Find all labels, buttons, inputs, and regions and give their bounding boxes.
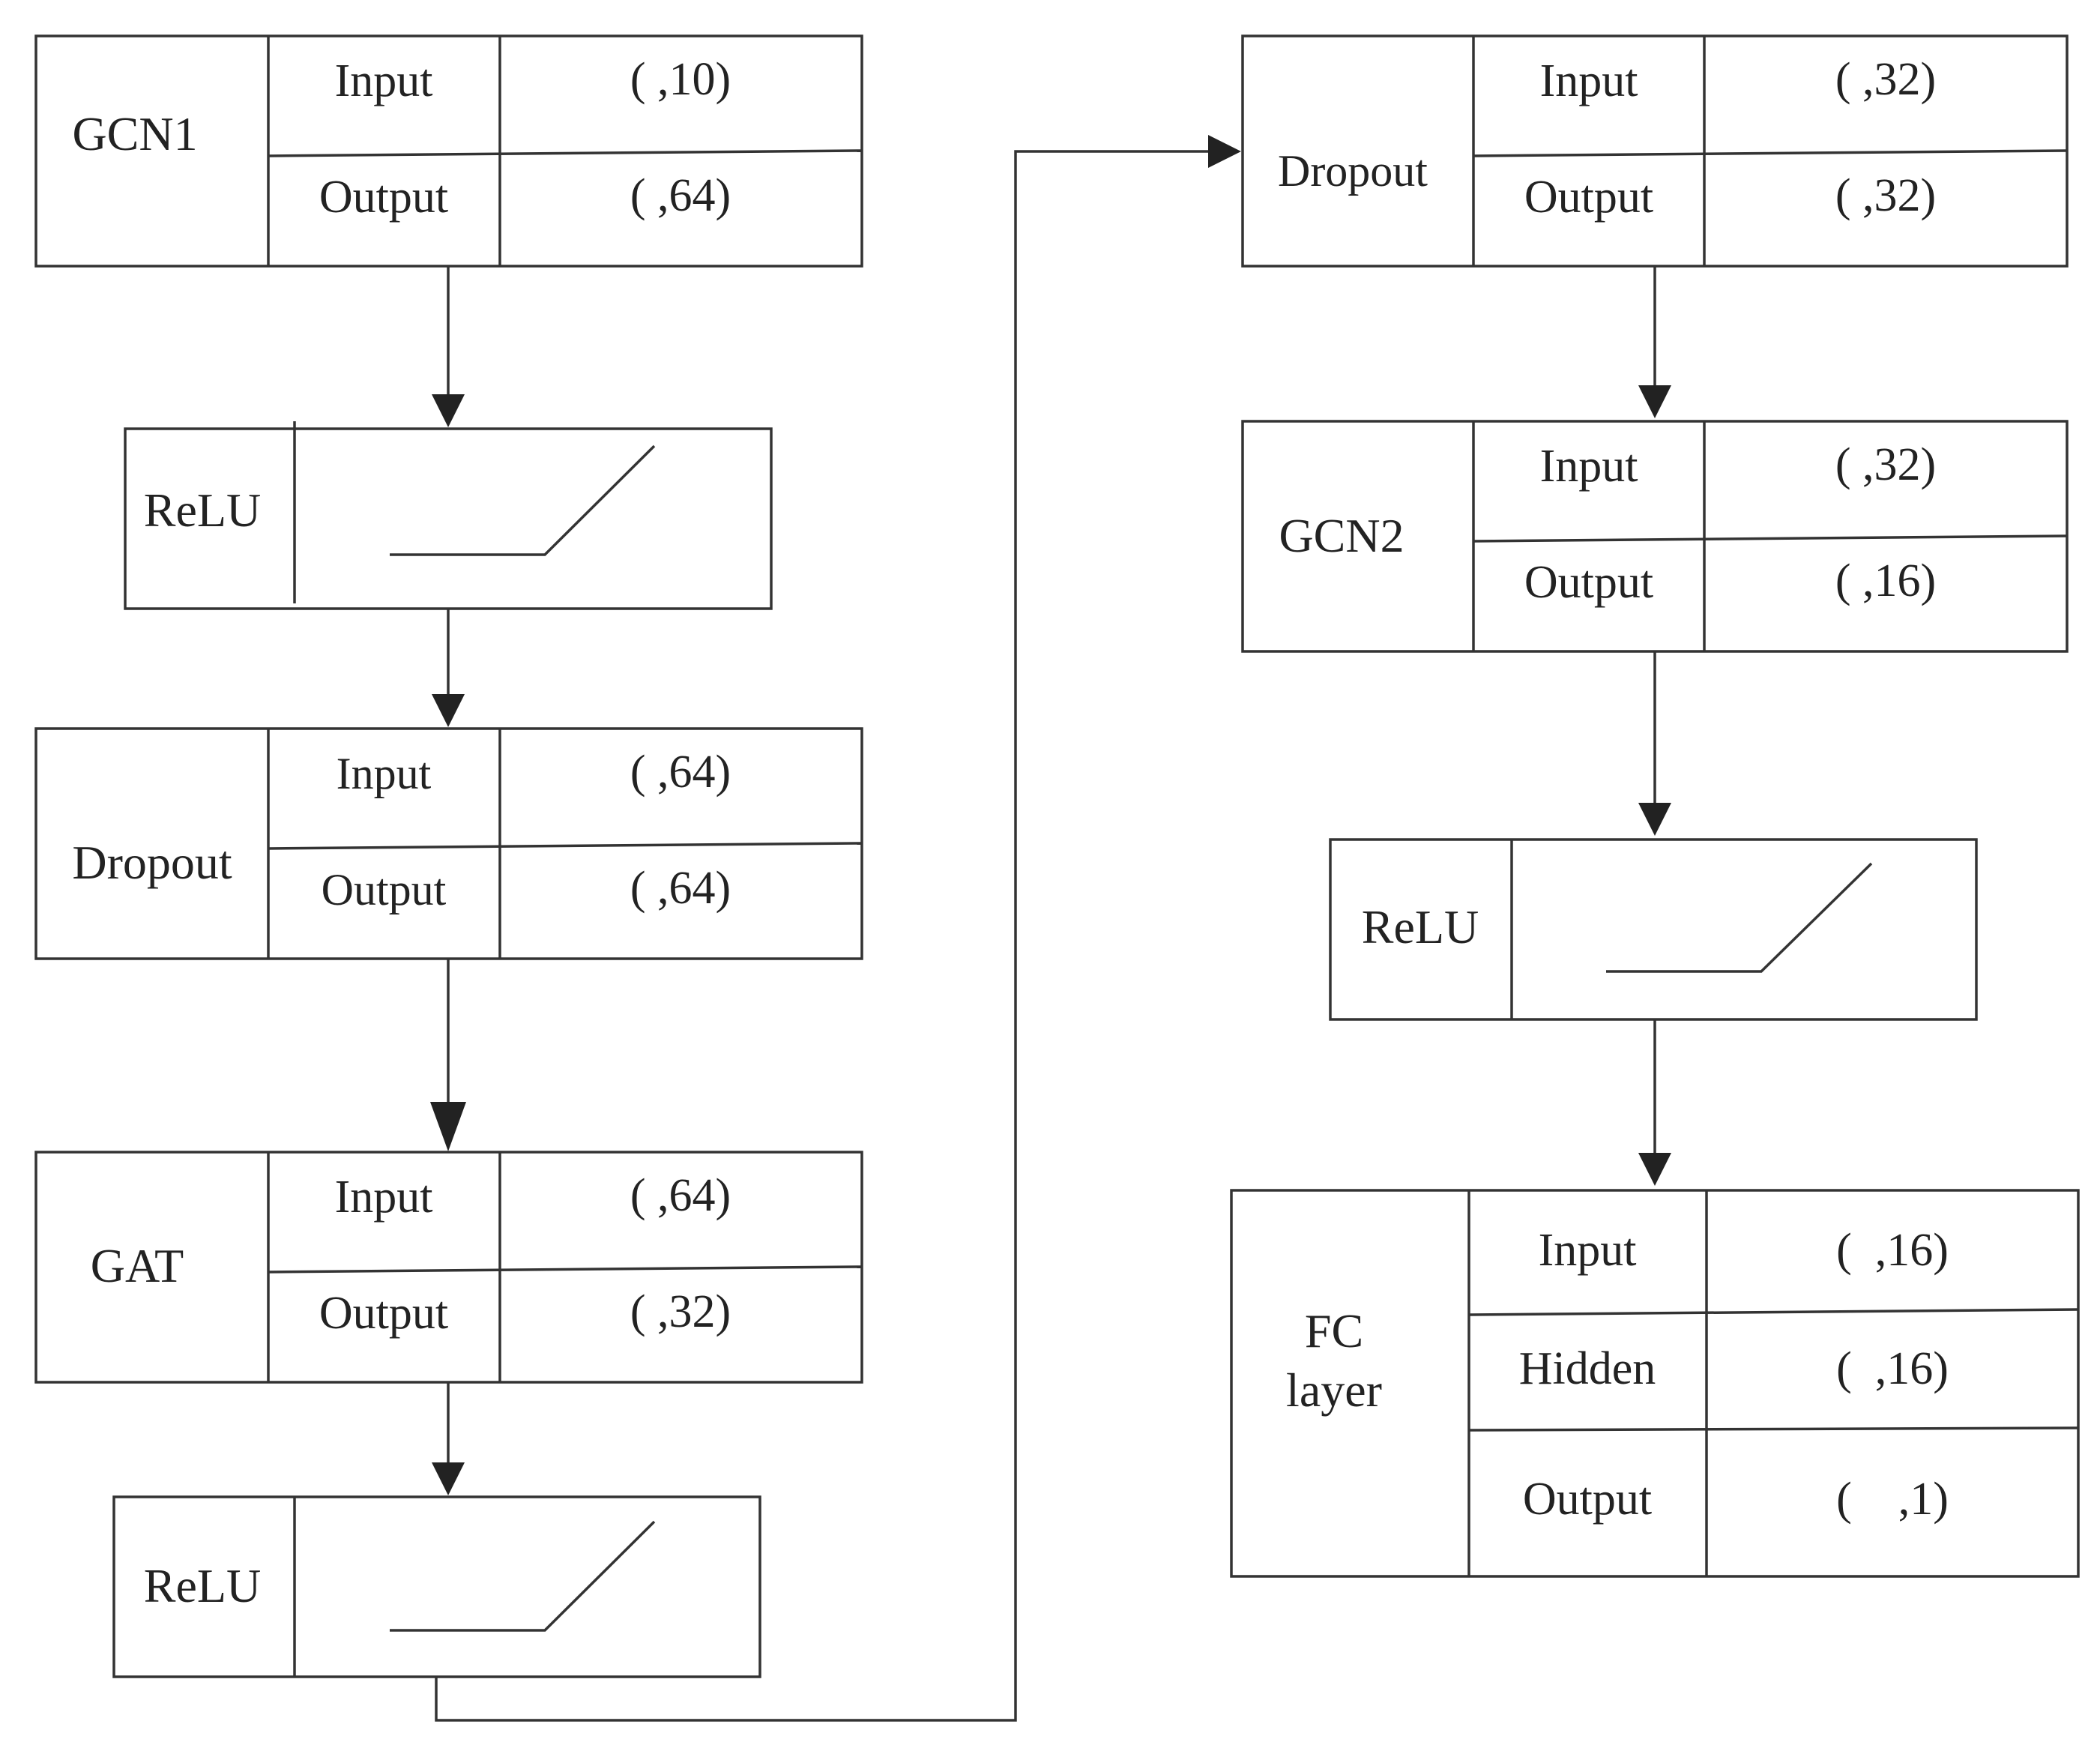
dropout2-name: Dropout [1278,146,1428,196]
gcn1-output-value: ( ,64) [630,170,731,221]
relu1-name: ReLU [144,483,261,537]
gat-name: GAT [91,1239,184,1292]
relu3-block: ReLU [1329,838,1978,1021]
gcn1-row-divider [268,149,863,157]
dropout2-input-value: ( ,32) [1835,54,1936,105]
relu2-name: ReLU [144,1559,261,1612]
fc-layer-block: FC layer Input ( ,16) Hidden ( ,16) Outp… [1230,1189,2080,1578]
arrow-gcn2-to-relu3 [1638,651,1671,836]
fc-name-line2: layer [1286,1363,1382,1417]
gcn2-input-value: ( ,32) [1835,439,1936,490]
gcn2-name: GCN2 [1279,509,1404,562]
gcn1-output-label: Output [319,172,448,223]
gcn1-block: GCN1 Input ( ,10) Output ( ,64) [34,34,863,268]
arrow-dropout1-to-gat [430,959,466,1151]
fc-row-divider-2 [1468,1426,2079,1432]
relu3-frame [1329,838,1978,1021]
dropout2-block: Dropout Input ( ,32) Output ( ,32) [1241,34,2069,268]
arrow-relu2-to-dropout2 [435,135,1241,1722]
fc-hidden-value: ( ,16) [1836,1343,1949,1394]
gcn1-input-value: ( ,10) [630,54,731,105]
dropout1-output-value: ( ,64) [630,863,731,914]
arrow-dropout2-to-gcn2 [1638,266,1671,418]
gat-block: GAT Input ( ,64) Output ( ,32) [34,1151,863,1384]
relu1-block: ReLU [124,421,773,610]
fc-input-value: ( ,16) [1836,1225,1949,1276]
dropout1-name: Dropout [72,836,232,889]
gcn2-output-label: Output [1524,557,1653,608]
arrow-relu3-to-fc [1638,1019,1671,1186]
dropout1-block: Dropout Input ( ,64) Output ( ,64) [34,727,863,960]
gcn2-block: GCN2 Input ( ,32) Output ( ,16) [1241,420,2069,653]
fc-frame [1230,1189,2080,1578]
dropout1-output-label: Output [322,865,447,914]
dropout2-input-label: Input [1540,55,1638,106]
arrow-relu1-to-dropout1 [432,609,465,727]
dropout1-row-divider [268,842,863,850]
relu3-name: ReLU [1362,900,1479,953]
gat-input-value: ( ,64) [630,1170,731,1221]
gcn2-input-label: Input [1540,441,1638,492]
gcn2-output-value: ( ,16) [1835,555,1936,606]
arrow-gcn1-to-relu1 [432,266,465,427]
gcn1-name: GCN1 [72,107,197,160]
relu-graph-icon [1606,862,1873,973]
dropout1-input-value: ( ,64) [630,747,731,798]
fc-row-divider-1 [1468,1308,2079,1316]
gat-row-divider [268,1265,863,1274]
gat-output-value: ( ,32) [630,1286,731,1337]
relu-graph-icon [390,1520,656,1632]
relu-graph-icon [390,444,656,556]
fc-output-label: Output [1523,1474,1652,1525]
fc-hidden-label: Hidden [1519,1343,1656,1394]
relu2-block: ReLU [112,1495,761,1678]
gcn1-input-label: Input [335,55,433,106]
gat-input-label: Input [335,1172,433,1223]
fc-output-value: ( ,1) [1836,1474,1949,1525]
gcn2-row-divider [1473,534,2068,543]
fc-input-label: Input [1539,1225,1637,1276]
dropout2-output-label: Output [1524,172,1653,223]
arrow-gat-to-relu2 [432,1382,465,1495]
gat-output-label: Output [319,1288,448,1339]
dropout1-input-label: Input [337,749,432,798]
fc-name-line1: FC [1305,1304,1363,1357]
dropout2-output-value: ( ,32) [1835,170,1936,221]
dropout2-row-divider [1473,149,2068,157]
